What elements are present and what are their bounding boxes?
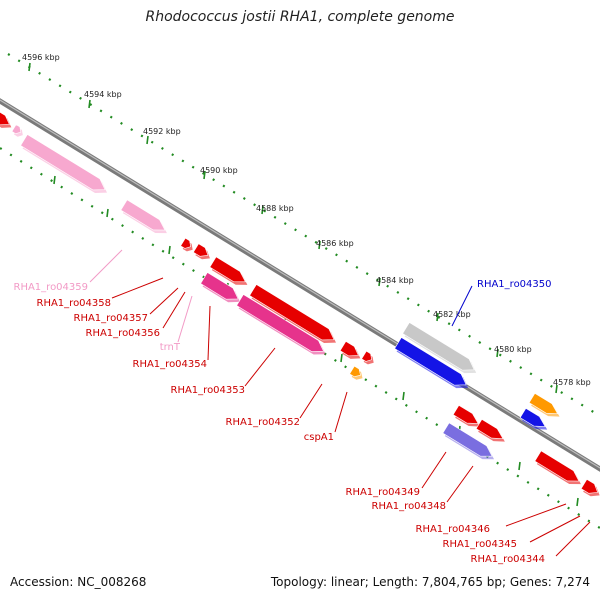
ruler-label: 4592 kbp — [143, 127, 181, 136]
gene-arrow-ro04353-body — [249, 284, 335, 341]
gene-label-ro04344[interactable]: RHA1_ro04344 — [471, 554, 546, 565]
ruler-label: 4590 kbp — [200, 166, 238, 175]
gene-arrow-ro04350-gray-body — [402, 322, 475, 371]
gene-arrow-orange — [528, 392, 560, 417]
accession-text: Accession: NC_008268 — [10, 575, 147, 589]
ruler-tick — [88, 99, 91, 109]
gene-arrow-ro04350-body — [394, 337, 467, 386]
gene-arrow-ro04358 — [180, 237, 193, 252]
gene-arrow-cspA1-red-body — [361, 350, 373, 362]
gene-label-ro04357[interactable]: RHA1_ro04357 — [74, 313, 149, 324]
ruler-tick — [576, 497, 579, 507]
ruler-label: 4582 kbp — [433, 310, 471, 319]
gene-arrow-ro04346-body — [534, 450, 580, 482]
gene-label-ro04349[interactable]: RHA1_ro04349 — [346, 487, 421, 498]
gene-arrow-blue-small — [519, 407, 548, 430]
gene-arrow-ro04348 — [475, 418, 505, 442]
gene-arrow-ro04344 — [580, 478, 600, 497]
ruler-tick — [168, 245, 171, 255]
ruler-tick — [340, 353, 343, 363]
gene-arrow-pink-2-body — [120, 199, 166, 231]
gene-arrow-ro04350 — [394, 337, 469, 389]
gene-arrow-ro04357 — [192, 243, 210, 260]
gene-label-ro04346[interactable]: RHA1_ro04346 — [416, 524, 491, 535]
gene-arrow-pink-small-body — [11, 124, 22, 135]
ruler-lines — [0, 53, 600, 529]
genome-backbone — [0, 98, 600, 472]
map-title: Rhodococcus jostii RHA1, complete genome — [145, 9, 455, 25]
upper-ruler-line — [7, 53, 600, 417]
ruler-tick — [261, 205, 264, 215]
ruler-tick — [496, 348, 499, 358]
ruler-label: 4588 kbp — [256, 204, 294, 213]
gene-arrow-ro04350-gray — [402, 322, 477, 374]
gene-arrow-magenta-2 — [236, 294, 326, 355]
gene-arrow-ro04353 — [249, 284, 336, 343]
gene-arrow-ro04358-body — [180, 237, 192, 249]
gene-arrow-purple-body — [442, 422, 493, 457]
gene-arrow-cspA1 — [349, 365, 363, 380]
gene-arrow-magenta-1 — [200, 272, 241, 303]
gene-arrow-ro04359 — [20, 134, 107, 193]
gene-label-ro04345[interactable]: RHA1_ro04345 — [443, 539, 518, 550]
ruler-labels: 4596 kbp 4594 kbp 4592 kbp 4590 kbp 4588… — [22, 53, 591, 387]
gene-features — [0, 111, 600, 497]
gene-arrow-pink-small — [11, 124, 23, 137]
gene-label-ro04352[interactable]: RHA1_ro04352 — [226, 417, 301, 428]
gene-label-ro04359[interactable]: RHA1_ro04359 — [14, 282, 89, 293]
gene-label-ro04353[interactable]: RHA1_ro04353 — [171, 385, 246, 396]
ruler-label: 4586 kbp — [316, 239, 354, 248]
ruler-tick — [402, 391, 405, 401]
gene-arrow-ro04349-body — [452, 404, 479, 424]
gene-label-trnT[interactable]: trnT — [160, 342, 181, 353]
gene-arrow-magenta-1-body — [200, 272, 239, 300]
ruler-tick — [318, 240, 321, 250]
gene-label-ro04358[interactable]: RHA1_ro04358 — [37, 298, 112, 309]
gene-arrow-cspA1-red — [361, 350, 374, 365]
ruler-label: 4596 kbp — [22, 53, 60, 62]
gene-arrow-ro04346 — [534, 450, 581, 485]
ruler-label: 4584 kbp — [376, 276, 414, 285]
gene-arrow-ro04359-body — [20, 134, 106, 191]
gene-arrow-ro04354 — [209, 256, 248, 285]
ruler-tick — [555, 384, 558, 394]
ruler-tick — [106, 208, 109, 218]
gene-arrow-ro04349 — [452, 404, 481, 427]
ruler-tick — [203, 170, 206, 180]
gene-arrow-ro04352 — [339, 340, 361, 359]
gene-labels: RHA1_ro04359 RHA1_ro04358 RHA1_ro04357 R… — [14, 279, 552, 565]
gene-arrow-pink-2 — [120, 199, 167, 234]
genome-summary-text: Topology: linear; Length: 7,804,765 bp; … — [270, 575, 590, 589]
gene-arrow-ro04354-body — [209, 256, 246, 283]
gene-label-ro04356[interactable]: RHA1_ro04356 — [86, 328, 161, 339]
gene-arrow-cspA1-body — [349, 365, 361, 378]
ruler-label: 4578 kbp — [553, 378, 591, 387]
ruler-tick — [378, 277, 381, 287]
gene-label-cspA1[interactable]: cspA1 — [304, 432, 334, 443]
gene-label-ro04350[interactable]: RHA1_ro04350 — [477, 279, 552, 290]
gene-arrow-purple — [442, 422, 495, 460]
gene-label-ro04354[interactable]: RHA1_ro04354 — [133, 359, 208, 370]
gene-arrow-blue-small-body — [519, 407, 546, 427]
ruler-tick — [146, 135, 149, 145]
gene-arrow-ro04357-body — [192, 243, 209, 257]
gene-arrow-ro04348-body — [475, 418, 504, 439]
gene-arrow-magenta-2-body — [236, 294, 325, 352]
ruler-tick — [28, 62, 31, 72]
gene-label-ro04348[interactable]: RHA1_ro04348 — [372, 501, 447, 512]
gene-arrow-red-edge-body — [0, 111, 10, 126]
ruler-tick — [53, 175, 56, 185]
ruler-label: 4594 kbp — [84, 90, 122, 99]
ruler-tick — [436, 312, 439, 322]
ruler-tick — [518, 461, 521, 471]
gene-arrow-red-edge — [0, 111, 12, 128]
label-leader-lines — [89, 249, 591, 557]
gene-arrow-ro04352-body — [339, 340, 359, 357]
ruler-label: 4580 kbp — [494, 345, 532, 354]
gene-arrow-ro04344-body — [580, 478, 599, 494]
gene-arrow-orange-body — [528, 392, 559, 415]
